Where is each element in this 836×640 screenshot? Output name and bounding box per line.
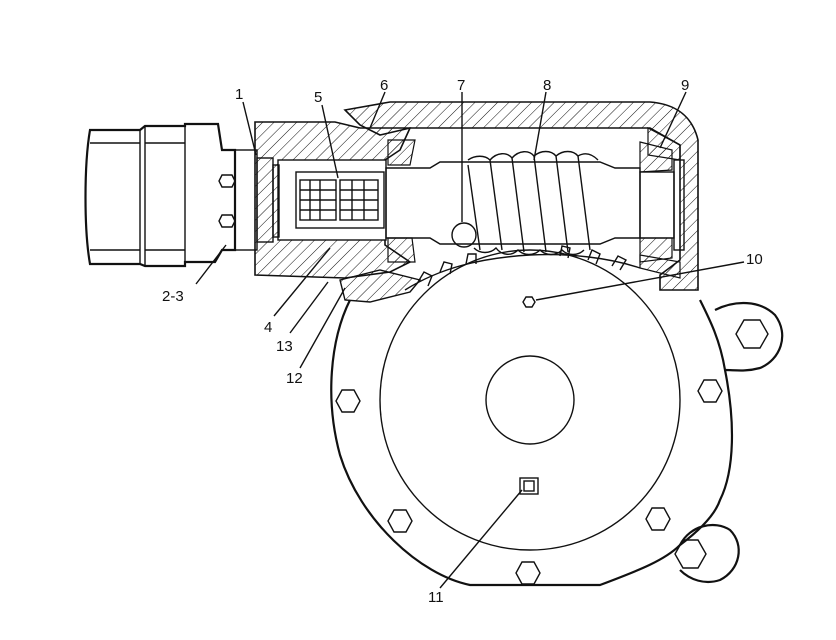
wheel-housing (330, 249, 734, 587)
mounting-ears (674, 301, 784, 584)
label-10: 10 (746, 251, 763, 268)
cover-bolts (335, 379, 723, 585)
label-5: 5 (314, 89, 322, 106)
label-13: 13 (276, 338, 293, 355)
fittings (519, 296, 539, 495)
label-7: 7 (457, 77, 465, 94)
worm-shaft (385, 150, 641, 256)
label-12: 12 (286, 370, 303, 387)
label-1: 1 (235, 86, 243, 103)
worm-wheel-teeth (404, 222, 641, 291)
leader-lines (195, 91, 745, 589)
label-2-3: 2-3 (162, 288, 184, 305)
label-6: 6 (380, 77, 388, 94)
spline-coupling (295, 171, 385, 229)
label-11: 11 (428, 589, 444, 606)
part-labels: 1 2-3 4 5 6 7 8 9 10 11 12 13 (162, 77, 763, 606)
label-9: 9 (681, 77, 689, 94)
label-4: 4 (264, 319, 272, 336)
label-8: 8 (543, 77, 551, 94)
hydraulic-motor (84, 122, 237, 268)
bearings (387, 139, 685, 263)
